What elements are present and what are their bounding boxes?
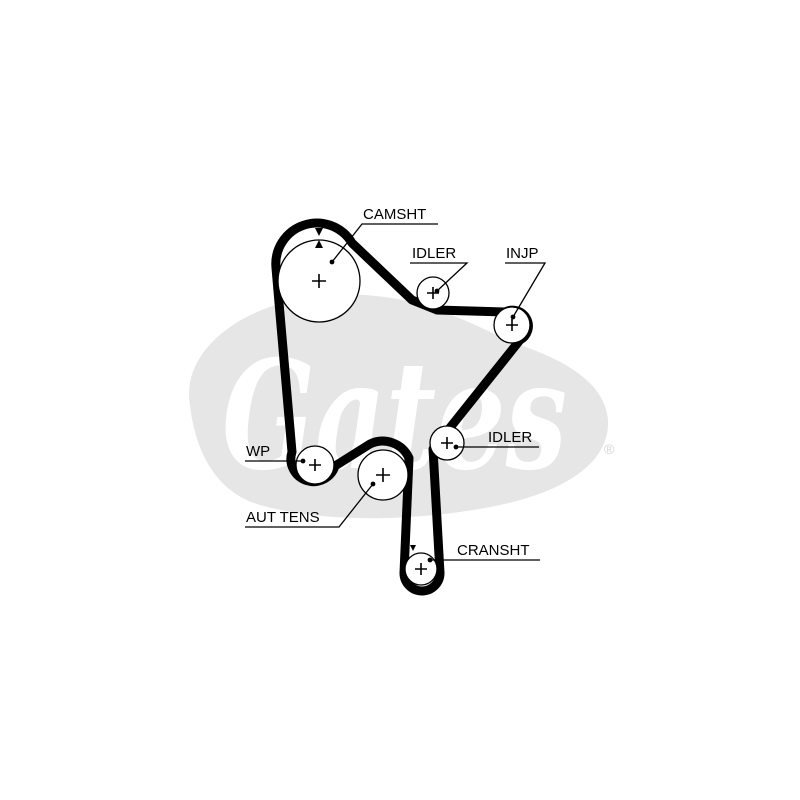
label-idler-top: IDLER bbox=[412, 245, 456, 262]
pulley-camshaft bbox=[277, 228, 361, 323]
label-injection-pump: INJP bbox=[506, 245, 539, 262]
registered-mark: ® bbox=[604, 441, 615, 457]
pulley-idler-right bbox=[429, 425, 465, 461]
callout-crankshaft: CRANSHT bbox=[427, 542, 540, 563]
pulley-water-pump bbox=[295, 445, 335, 485]
callout-camshaft: CAMSHT bbox=[329, 206, 438, 265]
callout-water-pump: WP bbox=[245, 443, 306, 464]
pulley-crankshaft bbox=[404, 545, 438, 586]
label-crankshaft: CRANSHT bbox=[457, 542, 530, 559]
label-camshaft: CAMSHT bbox=[363, 206, 426, 223]
callout-idler-right: IDLER bbox=[453, 429, 539, 450]
label-idler-right: IDLER bbox=[488, 429, 532, 446]
label-water-pump: WP bbox=[246, 443, 270, 460]
callout-idler-top: IDLER bbox=[410, 245, 469, 294]
callout-auto-tensioner: AUT TENS bbox=[245, 481, 376, 528]
pulley-injection-pump bbox=[493, 306, 531, 344]
camshaft-timing-mark-icon bbox=[315, 228, 323, 248]
callout-injection-pump: INJP bbox=[505, 245, 547, 320]
label-auto-tensioner: AUT TENS bbox=[246, 509, 320, 526]
pulley-idler-top bbox=[416, 276, 450, 310]
crankshaft-timing-mark-icon bbox=[410, 545, 416, 551]
